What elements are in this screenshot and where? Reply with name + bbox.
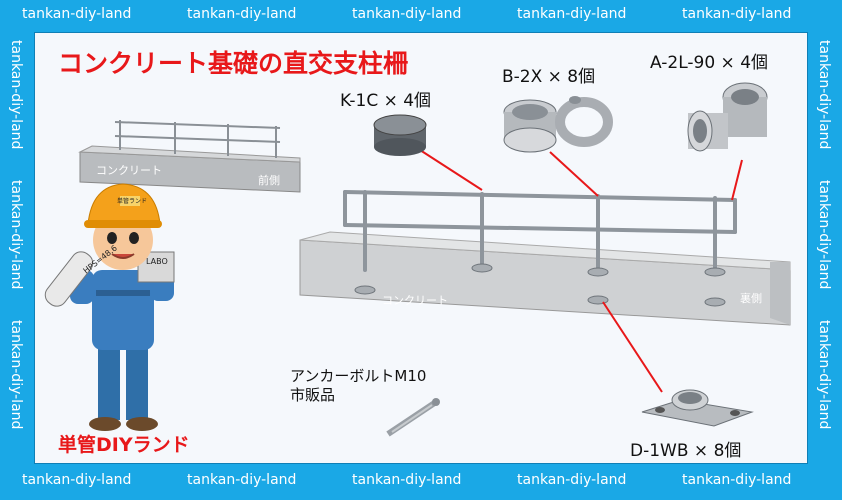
watermark-bottom-2: tankan-diy-land (187, 472, 297, 488)
watermark-left-2: tankan-diy-land (8, 180, 24, 290)
watermark-top-2: tankan-diy-land (187, 6, 297, 22)
base-plate-part (641, 389, 754, 427)
brand-name: 単管DIYランド (58, 434, 190, 456)
watermark-top-1: tankan-diy-land (22, 6, 132, 22)
cap-part (373, 114, 427, 156)
anchor-bolt-part (386, 398, 440, 437)
big-railing (343, 190, 737, 274)
page-title: コンクリート基礎の直交支柱柵 (58, 49, 409, 78)
big-wall-concrete-label: コンクリート (382, 294, 448, 307)
big-wall-back-label: 裏側 (740, 292, 762, 305)
label-a2l90: A-2L-90 × 4個 (650, 53, 769, 73)
label-d1wb: D-1WB × 8個 (630, 441, 742, 461)
anchor-bolt-line1: アンカーボルトM10 (290, 367, 427, 385)
anchor-bolt-label: アンカーボルトM10 市販品 (290, 367, 426, 405)
leader-lines (419, 149, 743, 393)
watermark-bottom-3: tankan-diy-land (352, 472, 462, 488)
watermark-right-2: tankan-diy-land (816, 180, 832, 290)
mascot-helmet-text: 単管ランド (117, 198, 148, 205)
watermark-top-3: tankan-diy-land (352, 6, 462, 22)
mascot-character (44, 183, 175, 431)
mascot-box-text: LABO (146, 257, 168, 266)
watermark-left-3: tankan-diy-land (8, 320, 24, 430)
watermark-bottom-4: tankan-diy-land (517, 472, 627, 488)
label-b2x: B-2X × 8個 (502, 67, 596, 87)
label-k1c: K-1C × 4個 (340, 91, 432, 111)
watermark-right-1: tankan-diy-land (816, 40, 832, 150)
big-wall-illustration (299, 231, 791, 326)
watermark-bottom-5: tankan-diy-land (682, 472, 792, 488)
anchor-bolt-line2: 市販品 (290, 386, 336, 404)
railing-base-plates (354, 263, 726, 307)
watermark-right-3: tankan-diy-land (816, 320, 832, 430)
elbow-part (687, 82, 768, 152)
small-wall-illustration (78, 120, 301, 193)
cross-clamp-part (503, 96, 613, 153)
small-wall-front-label: 前側 (258, 174, 280, 187)
watermark-top-5: tankan-diy-land (682, 6, 792, 22)
watermark-left-1: tankan-diy-land (8, 40, 24, 150)
watermark-top-4: tankan-diy-land (517, 6, 627, 22)
watermark-bottom-1: tankan-diy-land (22, 472, 132, 488)
small-wall-concrete-label: コンクリート (96, 164, 162, 177)
